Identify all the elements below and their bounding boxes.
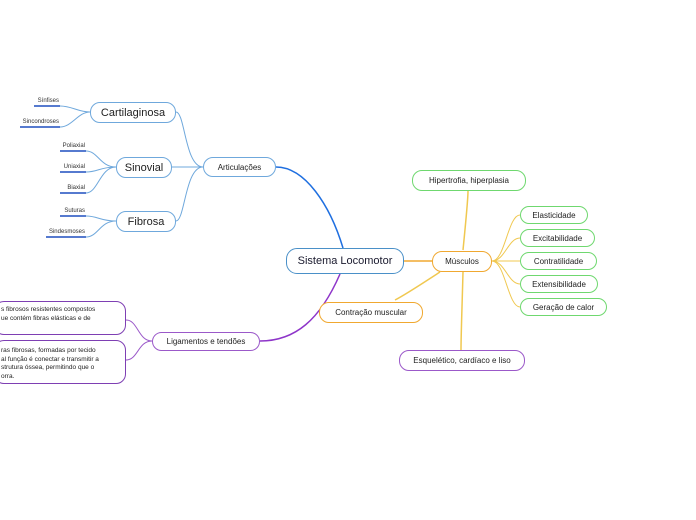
topic-sinovial[interactable]: Sinovial xyxy=(116,157,172,178)
leaf-sindesmoses[interactable]: Sindesmoses xyxy=(48,229,85,235)
leaf-uniaxial[interactable]: Uniaxial xyxy=(63,164,85,170)
ligamentos-note[interactable]: s fibrosos resistentes compostos ue cont… xyxy=(0,301,126,335)
ligamentos-note-line: ue contém fibras elásticas e de xyxy=(1,314,91,322)
tendoes-note-line: ras fibrosas, formadas por tecido xyxy=(1,347,96,354)
leaf-biaxial[interactable]: Biaxial xyxy=(67,185,85,191)
topic-ligamentos-tendoes[interactable]: Ligamentos e tendões xyxy=(152,332,260,351)
topic-hipertrofia[interactable]: Hipertrofia, hiperplasia xyxy=(412,170,526,191)
leaf-sincondroses[interactable]: Sincondroses xyxy=(22,119,59,125)
tendoes-note-line: strutura óssea, permitindo que o xyxy=(1,364,95,371)
topic-cartilaginosa[interactable]: Cartilaginosa xyxy=(90,102,176,123)
prop-geracao-calor[interactable]: Geração de calor xyxy=(520,298,607,316)
tendoes-note-line: al função é conectar e transmitir a xyxy=(1,355,99,363)
prop-elasticidade[interactable]: Elasticidade xyxy=(520,206,588,224)
tendoes-note[interactable]: ras fibrosas, formadas por tecido al fun… xyxy=(0,340,126,384)
leaf-suturas[interactable]: Suturas xyxy=(64,208,85,214)
topic-articulacoes[interactable]: Articulações xyxy=(203,157,276,177)
leaf-poliaxial[interactable]: Poliaxial xyxy=(62,143,85,149)
topic-contracao-muscular[interactable]: Contração muscular xyxy=(319,302,423,323)
topic-musculos[interactable]: Músculos xyxy=(432,251,492,272)
central-topic[interactable]: Sistema Locomotor xyxy=(286,248,404,274)
leaf-sinfises[interactable]: Sínfises xyxy=(37,98,59,104)
topic-tipos-musculo[interactable]: Esquelético, cardíaco e liso xyxy=(399,350,525,371)
ligamentos-note-line: s fibrosos resistentes compostos xyxy=(1,306,96,313)
tendoes-note-line: orra. xyxy=(1,372,15,380)
topic-fibrosa[interactable]: Fibrosa xyxy=(116,211,176,232)
prop-excitabilidade[interactable]: Excitabilidade xyxy=(520,229,595,247)
prop-contratilidade[interactable]: Contratilidade xyxy=(520,252,597,270)
prop-extensibilidade[interactable]: Extensibilidade xyxy=(520,275,598,293)
